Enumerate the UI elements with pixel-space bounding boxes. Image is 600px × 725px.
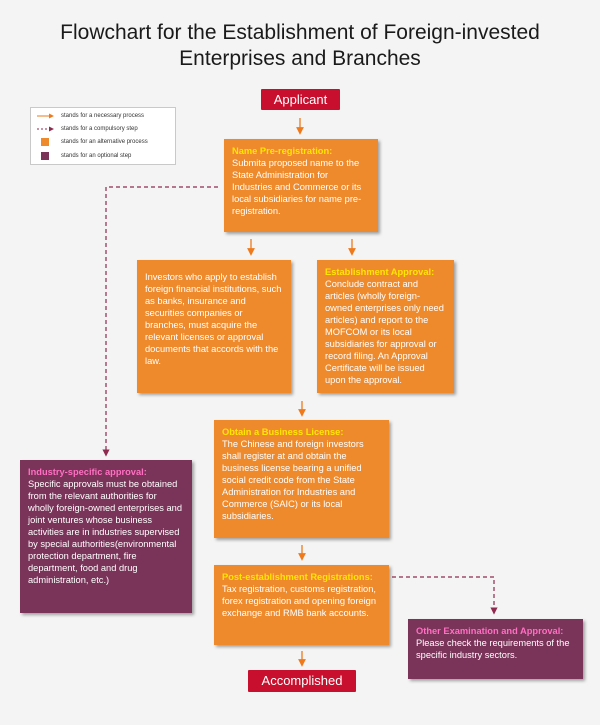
dashed-name-to-industry [102, 186, 218, 457]
industry-specific-approval-box: Industry-specific approval: Specific app… [20, 460, 192, 613]
name-preregistration-body: Submita proposed name to the State Admin… [232, 158, 362, 216]
business-license-box: Obtain a Business License: The Chinese a… [214, 420, 389, 538]
establishment-approval-box: Establishment Approval: Conclude contrac… [317, 260, 454, 393]
financial-institutions-box: Investors who apply to establish foreign… [137, 260, 291, 393]
purple-square-icon [41, 152, 49, 160]
accomplished-label: Accomplished [248, 670, 356, 692]
business-license-heading: Obtain a Business License: [222, 427, 344, 437]
orange-square-icon [41, 138, 49, 146]
financial-institutions-body: Investors who apply to establish foreign… [145, 272, 282, 366]
industry-specific-body: Specific approvals must be obtained from… [28, 479, 183, 585]
industry-specific-heading: Industry-specific approval: [28, 467, 147, 477]
establishment-approval-heading: Establishment Approval: [325, 267, 435, 277]
legend: stands for a necessary process stands fo… [30, 107, 176, 165]
title-line-2: Enterprises and Branches [179, 47, 421, 70]
page-title: Flowchart for the Establishment of Forei… [0, 20, 600, 72]
name-preregistration-heading: Name Pre-registration: [232, 146, 333, 156]
establishment-approval-body: Conclude contract and articles (wholly f… [325, 279, 444, 385]
solid-arrow-icon [37, 113, 54, 119]
name-preregistration-box: Name Pre-registration: Submita proposed … [224, 139, 378, 232]
applicant-label: Applicant [261, 89, 340, 110]
post-establishment-heading: Post-establishment Registrations: [222, 572, 373, 582]
other-examination-box: Other Examination and Approval: Please c… [408, 619, 583, 679]
other-examination-heading: Other Examination and Approval: [416, 626, 564, 636]
other-examination-body: Please check the requirements of the spe… [416, 638, 570, 660]
post-establishment-body: Tax registration, customs registration, … [222, 584, 377, 618]
dashed-post-to-other [392, 576, 498, 615]
business-license-body: The Chinese and foreign investors shall … [222, 439, 364, 521]
title-line-1: Flowchart for the Establishment of Forei… [60, 21, 540, 44]
dashed-arrow-icon [37, 126, 54, 132]
post-establishment-box: Post-establishment Registrations: Tax re… [214, 565, 389, 645]
